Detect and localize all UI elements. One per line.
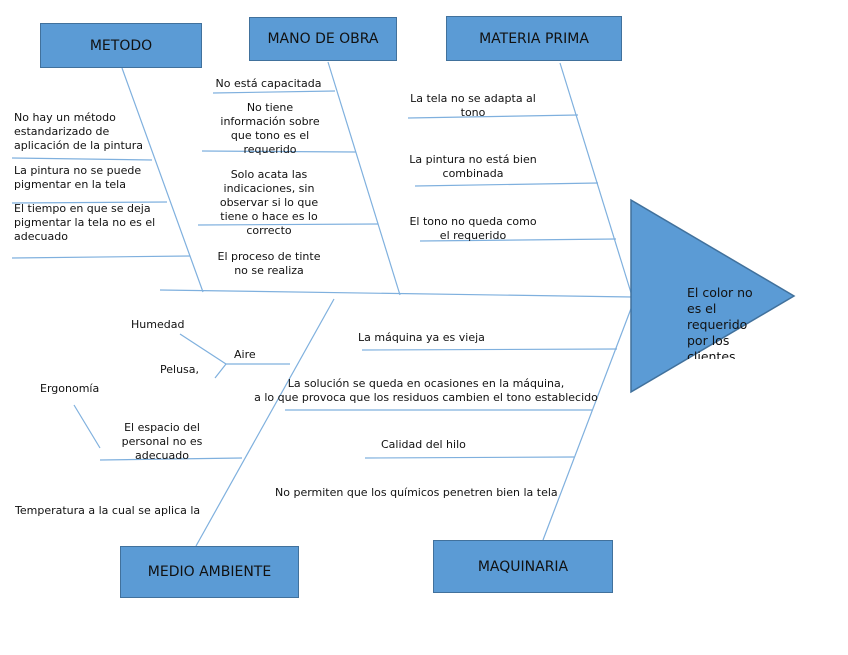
category-metodo: METODO xyxy=(40,23,202,68)
cause-mano-de-obra-3: Solo acata las indicaciones, sin observa… xyxy=(219,168,319,237)
cause-medio-ambiente-pelusa: Pelusa, xyxy=(160,363,200,376)
cause-metodo-1: No hay un método estandarizado de aplica… xyxy=(14,111,144,152)
cause-medio-ambiente-aire: Aire xyxy=(234,348,256,361)
effect-label: El color no es el requerido por los clie… xyxy=(687,285,753,359)
cause-maquinaria-4: No permiten que los químicos penetren bi… xyxy=(275,486,558,499)
cause-mano-de-obra-4: El proceso de tinte no se realiza xyxy=(217,250,321,277)
cause-metodo-2: La pintura no se puede pigmentar en la t… xyxy=(14,164,142,191)
cause-maquinaria-1: La máquina ya es vieja xyxy=(358,331,485,344)
bone-materia-prima xyxy=(559,62,633,297)
cause-medio-ambiente-temperatura: Temperatura a la cual se aplica la xyxy=(15,504,201,517)
cause-line xyxy=(197,223,379,226)
bone-medio-ambiente xyxy=(195,298,335,547)
cause-line xyxy=(99,457,243,461)
cause-medio-ambiente-humedad: Humedad xyxy=(131,318,185,331)
bone-mano-de-obra xyxy=(327,61,401,296)
cause-line xyxy=(11,201,168,204)
cause-mano-de-obra-1: No está capacitada xyxy=(215,77,322,90)
effect-triangle xyxy=(630,198,796,394)
cause-line xyxy=(414,182,599,187)
cause-line xyxy=(361,348,618,351)
cause-line xyxy=(11,255,191,259)
cause-medio-ambiente-ergonomia: Ergonomía xyxy=(40,382,100,395)
cause-line xyxy=(419,238,617,242)
cause-line xyxy=(73,404,101,449)
cause-maquinaria-2: La solución se queda en ocasiones en la … xyxy=(254,377,598,404)
category-mano-de-obra: MANO DE OBRA xyxy=(249,17,397,61)
cause-line xyxy=(364,456,575,459)
cause-mano-de-obra-2: No tiene información sobre que tono es e… xyxy=(220,101,320,156)
category-maquinaria: MAQUINARIA xyxy=(433,540,613,593)
cause-materia-prima-1: La tela no se adapta al tono xyxy=(410,92,536,119)
cause-medio-ambiente-espacio: El espacio del personal no es adecuado xyxy=(121,421,203,462)
spine-line xyxy=(159,289,633,298)
category-materia-prima: MATERIA PRIMA xyxy=(446,16,622,61)
cause-line xyxy=(11,157,153,161)
category-medio-ambiente: MEDIO AMBIENTE xyxy=(120,546,299,598)
cause-line xyxy=(407,114,579,119)
cause-line xyxy=(212,90,336,94)
cause-line xyxy=(201,150,357,153)
cause-line xyxy=(214,363,227,379)
cause-materia-prima-2: La pintura no está bien combinada xyxy=(409,153,537,180)
bone-metodo xyxy=(121,67,204,293)
bone-maquinaria xyxy=(542,305,633,541)
cause-maquinaria-3: Calidad del hilo xyxy=(381,438,466,451)
cause-metodo-3: El tiempo en que se deja pigmentar la te… xyxy=(14,202,156,243)
cause-line xyxy=(179,333,227,365)
cause-materia-prima-3: El tono no queda como el requerido xyxy=(409,215,537,242)
